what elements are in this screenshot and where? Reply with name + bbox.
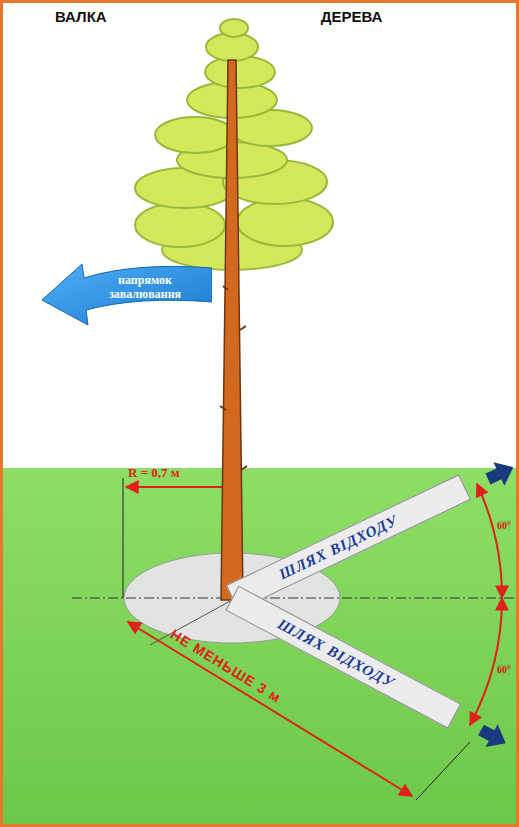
angle-arc xyxy=(477,484,502,598)
dimension-tick xyxy=(123,478,124,598)
radius-arrow xyxy=(126,486,232,488)
distance-arrow xyxy=(128,622,412,796)
escape-arrow xyxy=(475,719,512,755)
angle-arc xyxy=(470,598,502,725)
angle-label: 60° xyxy=(497,664,511,675)
axis-line xyxy=(72,598,516,599)
radius-label: R = 0,7 м xyxy=(128,465,180,481)
diagram-title: ВАЛКА ДЕРЕВА xyxy=(55,8,382,25)
ground xyxy=(0,468,519,827)
escape-arrow xyxy=(483,455,519,490)
dimension-tick xyxy=(416,742,470,800)
trunk-knots xyxy=(220,286,247,470)
direction-arrow: напрямок завалювання xyxy=(40,262,212,326)
arrow-label: напрямок завалювання xyxy=(88,274,202,302)
tree-trunk xyxy=(221,60,243,600)
angle-label: 60° xyxy=(497,520,511,531)
